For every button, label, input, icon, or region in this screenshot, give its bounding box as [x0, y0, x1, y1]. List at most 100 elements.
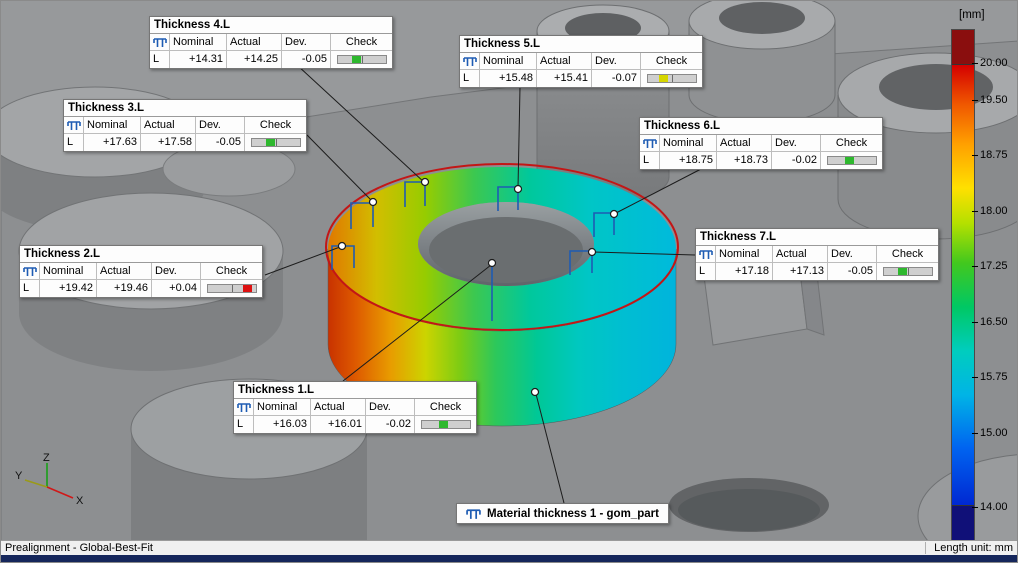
material-thickness-icon — [466, 509, 481, 519]
col-header-nominal: Nominal — [716, 246, 773, 263]
deviation-value: -0.05 — [196, 134, 245, 151]
col-header-actual: Actual — [141, 117, 196, 134]
col-header-dev: Dev. — [828, 246, 877, 263]
row-label: L — [64, 134, 84, 151]
thickness-icon — [460, 53, 480, 70]
thickness-icon — [150, 34, 170, 51]
col-header-actual: Actual — [773, 246, 828, 263]
col-header-check: Check — [245, 117, 306, 134]
colorbar-tick: 15.75 — [972, 371, 1008, 383]
col-header-check: Check — [641, 53, 702, 70]
check-indicator — [821, 152, 882, 169]
callout-title: Thickness 3.L — [68, 102, 145, 114]
deviation-value: -0.02 — [366, 416, 415, 433]
callout-thickness-2[interactable]: Thickness 2.L Nominal Actual Dev. Check … — [19, 245, 263, 298]
callout-thickness-7[interactable]: Thickness 7.L Nominal Actual Dev. Check … — [695, 228, 939, 281]
col-header-check: Check — [201, 263, 262, 280]
col-header-check: Check — [821, 135, 882, 152]
col-header-actual: Actual — [537, 53, 592, 70]
axis-y-label: Y — [15, 470, 23, 482]
row-label: L — [640, 152, 660, 169]
deviation-value: +0.04 — [152, 280, 201, 297]
callout-title: Thickness 4.L — [154, 19, 231, 31]
axis-z-label: Z — [43, 452, 50, 464]
callout-thickness-6[interactable]: Thickness 6.L Nominal Actual Dev. Check … — [639, 117, 883, 170]
callout-title: Thickness 6.L — [644, 120, 721, 132]
check-indicator — [201, 280, 262, 297]
deviation-value: -0.02 — [772, 152, 821, 169]
col-header-nominal: Nominal — [254, 399, 311, 416]
row-label: L — [20, 280, 40, 297]
col-header-nominal: Nominal — [170, 34, 227, 51]
material-thickness-text: Material thickness 1 - gom_part — [487, 507, 659, 520]
colorbar-underrange-block — [952, 505, 974, 540]
check-indicator — [245, 134, 306, 151]
3d-viewport[interactable]: Thickness 4.L Nominal Actual Dev. Check … — [1, 1, 1017, 540]
callout-title: Thickness 7.L — [700, 231, 777, 243]
col-header-actual: Actual — [97, 263, 152, 280]
col-header-dev: Dev. — [152, 263, 201, 280]
colorbar-unit-label: [mm] — [959, 9, 985, 21]
callout-thickness-5[interactable]: Thickness 5.L Nominal Actual Dev. Check … — [459, 35, 703, 88]
deviation-value: -0.07 — [592, 70, 641, 87]
status-bar: Prealignment - Global-Best-Fit Length un… — [1, 540, 1017, 555]
thickness-icon — [64, 117, 84, 134]
check-indicator — [331, 51, 392, 68]
measured-ring[interactable] — [325, 163, 679, 427]
callout-title: Thickness 1.L — [238, 384, 315, 396]
row-label: L — [696, 263, 716, 280]
row-label: L — [460, 70, 480, 87]
deviation-value: -0.05 — [282, 51, 331, 68]
callout-thickness-3[interactable]: Thickness 3.L Nominal Actual Dev. Check … — [63, 99, 307, 152]
col-header-actual: Actual — [311, 399, 366, 416]
col-header-dev: Dev. — [196, 117, 245, 134]
material-thickness-label[interactable]: Material thickness 1 - gom_part — [456, 503, 669, 524]
col-header-check: Check — [331, 34, 392, 51]
axis-x-label: X — [76, 495, 84, 507]
row-label: L — [150, 51, 170, 68]
col-header-nominal: Nominal — [40, 263, 97, 280]
nominal-value: +19.42 — [40, 280, 97, 297]
col-header-dev: Dev. — [592, 53, 641, 70]
col-header-nominal: Nominal — [84, 117, 141, 134]
alignment-status: Prealignment - Global-Best-Fit — [5, 542, 153, 554]
col-header-dev: Dev. — [282, 34, 331, 51]
nominal-value: +18.75 — [660, 152, 717, 169]
actual-value: +16.01 — [311, 416, 366, 433]
col-header-check: Check — [877, 246, 938, 263]
colorbar-tick: 18.75 — [972, 149, 1008, 161]
nominal-circle — [325, 163, 679, 331]
colorbar-tick: 20.00 — [972, 57, 1008, 69]
actual-value: +19.46 — [97, 280, 152, 297]
col-header-dev: Dev. — [366, 399, 415, 416]
colorbar-tick: 19.50 — [972, 94, 1008, 106]
deviation-value: -0.05 — [828, 263, 877, 280]
colorbar[interactable] — [951, 29, 975, 540]
col-header-dev: Dev. — [772, 135, 821, 152]
nominal-value: +17.18 — [716, 263, 773, 280]
col-header-actual: Actual — [717, 135, 772, 152]
nominal-value: +14.31 — [170, 51, 227, 68]
thickness-icon — [696, 246, 716, 263]
actual-value: +14.25 — [227, 51, 282, 68]
actual-value: +17.58 — [141, 134, 196, 151]
colorbar-tick: 15.00 — [972, 427, 1008, 439]
callout-thickness-4[interactable]: Thickness 4.L Nominal Actual Dev. Check … — [149, 16, 393, 69]
thickness-icon — [20, 263, 40, 280]
check-indicator — [877, 263, 938, 280]
check-indicator — [641, 70, 702, 87]
colorbar-tick: 17.25 — [972, 260, 1008, 272]
thickness-icon — [640, 135, 660, 152]
actual-value: +17.13 — [773, 263, 828, 280]
window-bottom-strip — [1, 555, 1017, 562]
axis-triad: Z Y X — [15, 452, 84, 507]
actual-value: +18.73 — [717, 152, 772, 169]
colorbar-gradient — [952, 65, 974, 505]
callout-title: Thickness 5.L — [464, 38, 541, 50]
colorbar-tick: 16.50 — [972, 316, 1008, 328]
colorbar-overrange-block — [952, 30, 974, 65]
actual-value: +15.41 — [537, 70, 592, 87]
callout-thickness-1[interactable]: Thickness 1.L Nominal Actual Dev. Check … — [233, 381, 477, 434]
nominal-value: +15.48 — [480, 70, 537, 87]
